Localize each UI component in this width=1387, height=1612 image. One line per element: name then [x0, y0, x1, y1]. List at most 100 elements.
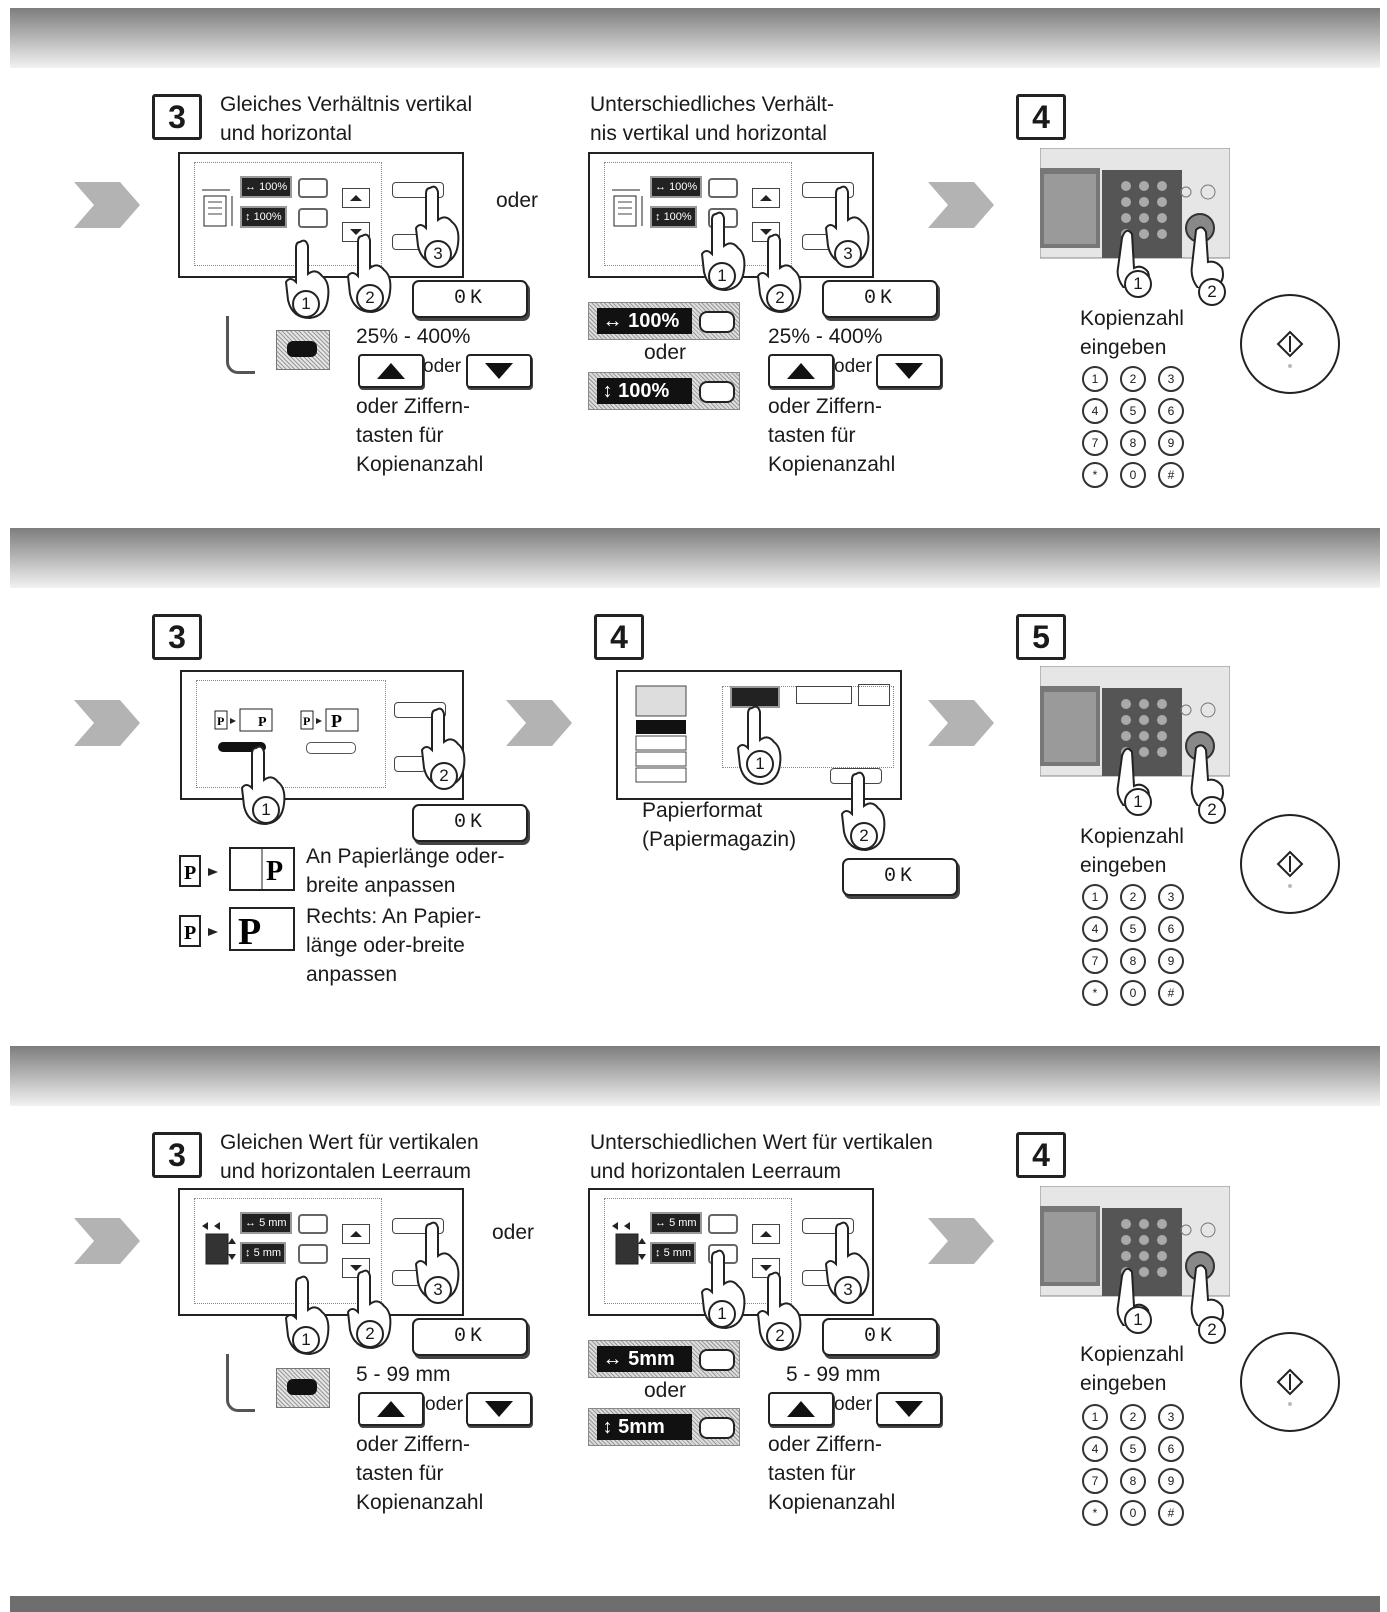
start-button[interactable] [1240, 1332, 1340, 1432]
key-hash[interactable]: # [1158, 1500, 1184, 1526]
touch-screen-illustration: ↔ 5 mm ↕ 5 mm [178, 1188, 464, 1316]
down-arrow-button[interactable] [466, 354, 532, 388]
chevron-arrow-icon [74, 700, 140, 746]
key-7[interactable]: 7 [1082, 1468, 1108, 1494]
oder-text: oder [644, 341, 687, 364]
key-3[interactable]: 3 [1158, 366, 1184, 392]
ok-button[interactable]: 0K [412, 280, 528, 318]
start-button[interactable] [1240, 814, 1340, 914]
ok-button[interactable]: 0K [822, 280, 938, 318]
up-arrow-button[interactable] [768, 354, 834, 388]
ok-button[interactable]: 0K [412, 1318, 528, 1356]
key-1[interactable]: 1 [1082, 884, 1108, 910]
step-marker: 2 [356, 1320, 384, 1348]
key-4[interactable]: 4 [1082, 1436, 1108, 1462]
key-7[interactable]: 7 [1082, 430, 1108, 456]
width-ratio-display: ↔ 100% [240, 176, 293, 198]
down-arrow-button[interactable] [876, 354, 942, 388]
svg-text:P: P [331, 711, 342, 731]
oder-text: oder [496, 189, 539, 212]
up-arrow-button[interactable] [768, 1392, 834, 1426]
key-9[interactable]: 9 [1158, 430, 1184, 456]
horizontal-margin-indicator[interactable]: ↔ 5mm [588, 1340, 740, 1378]
step-marker: 2 [356, 284, 384, 312]
step-marker: 2 [850, 822, 878, 850]
key-4[interactable]: 4 [1082, 916, 1108, 942]
key-2[interactable]: 2 [1120, 366, 1146, 392]
svg-text:P: P [184, 862, 196, 884]
key-star[interactable]: * [1082, 1500, 1108, 1526]
key-9[interactable]: 9 [1158, 1468, 1184, 1494]
width-ratio-display: ↔ 100% [650, 176, 703, 198]
key-3[interactable]: 3 [1158, 884, 1184, 910]
horizontal-ratio-indicator[interactable]: ↔ 100% [588, 302, 740, 340]
step-marker: 2 [766, 1322, 794, 1350]
key-star[interactable]: * [1082, 980, 1108, 1006]
unselected-option-bar [306, 742, 356, 754]
step-marker: 3 [834, 1276, 862, 1304]
key-8[interactable]: 8 [1120, 430, 1146, 456]
key-6[interactable]: 6 [1158, 916, 1184, 942]
step-marker: 2 [766, 284, 794, 312]
key-9[interactable]: 9 [1158, 948, 1184, 974]
key-6[interactable]: 6 [1158, 1436, 1184, 1462]
step-number: 3 [152, 94, 202, 140]
key-1[interactable]: 1 [1082, 1404, 1108, 1430]
ok-button[interactable]: 0K [842, 858, 958, 896]
chevron-arrow-icon [928, 1218, 994, 1264]
up-arrow-button[interactable] [358, 1392, 424, 1426]
up-arrow-button[interactable] [358, 354, 424, 388]
vertical-margin-display: ↕ 5 mm [240, 1242, 287, 1264]
key-2[interactable]: 2 [1120, 1404, 1146, 1430]
connector-line [226, 316, 255, 374]
key-5[interactable]: 5 [1120, 916, 1146, 942]
key-0[interactable]: 0 [1120, 462, 1146, 488]
key-5[interactable]: 5 [1120, 1436, 1146, 1462]
step-number: 3 [152, 1132, 202, 1178]
vertical-margin-indicator[interactable]: ↕ 5mm [588, 1408, 740, 1446]
oder-text: oder [644, 1379, 687, 1402]
chevron-arrow-icon [74, 182, 140, 228]
svg-text:P: P [238, 911, 261, 952]
key-0[interactable]: 0 [1120, 980, 1146, 1006]
key-2[interactable]: 2 [1120, 884, 1146, 910]
height-ratio-display: ↕ 100% [240, 206, 287, 228]
key-1[interactable]: 1 [1082, 366, 1108, 392]
ok-button[interactable]: 0K [412, 804, 528, 842]
step-marker: 1 [1124, 1306, 1152, 1334]
height-ratio-pill [298, 208, 328, 228]
vertical-ratio-indicator[interactable]: ↕ 100% [588, 372, 740, 410]
numeric-keys-hint: oder Ziffern- tasten für Kopienanzahl [356, 395, 484, 476]
selected-toggle-button[interactable] [276, 1368, 330, 1408]
step-title: Unterschiedliches Verhält- nis vertikal … [590, 93, 834, 145]
key-6[interactable]: 6 [1158, 398, 1184, 424]
key-star[interactable]: * [1082, 462, 1108, 488]
key-4[interactable]: 4 [1082, 398, 1108, 424]
start-button[interactable] [1240, 294, 1340, 394]
range-text: 5 - 99 mm [356, 1363, 451, 1386]
ok-button[interactable]: 0K [822, 1318, 938, 1356]
key-hash[interactable]: # [1158, 462, 1184, 488]
svg-text:P: P [217, 714, 224, 728]
key-7[interactable]: 7 [1082, 948, 1108, 974]
key-hash[interactable]: # [1158, 980, 1184, 1006]
chevron-arrow-icon [928, 700, 994, 746]
chevron-arrow-icon [928, 182, 994, 228]
down-arrow-button[interactable] [466, 1392, 532, 1426]
step-number: 5 [1016, 614, 1066, 660]
chevron-arrow-icon [506, 700, 572, 746]
step-caption: Kopienzahl eingeben [1080, 307, 1184, 359]
key-8[interactable]: 8 [1120, 1468, 1146, 1494]
step-title: Unterschiedlichen Wert für vertikalen un… [590, 1131, 933, 1183]
step-caption: Papierformat (Papiermagazin) [642, 799, 797, 851]
option-description: An Papierlänge oder- breite anpassen [306, 845, 505, 897]
selected-toggle-button[interactable] [276, 330, 330, 370]
step-title: Gleiches Verhältnis vertikal und horizon… [220, 93, 473, 145]
document-size-icon [202, 189, 233, 227]
step-caption: Kopienzahl eingeben [1080, 825, 1184, 877]
key-8[interactable]: 8 [1120, 948, 1146, 974]
key-5[interactable]: 5 [1120, 398, 1146, 424]
down-arrow-button[interactable] [876, 1392, 942, 1426]
key-0[interactable]: 0 [1120, 1500, 1146, 1526]
key-3[interactable]: 3 [1158, 1404, 1184, 1430]
